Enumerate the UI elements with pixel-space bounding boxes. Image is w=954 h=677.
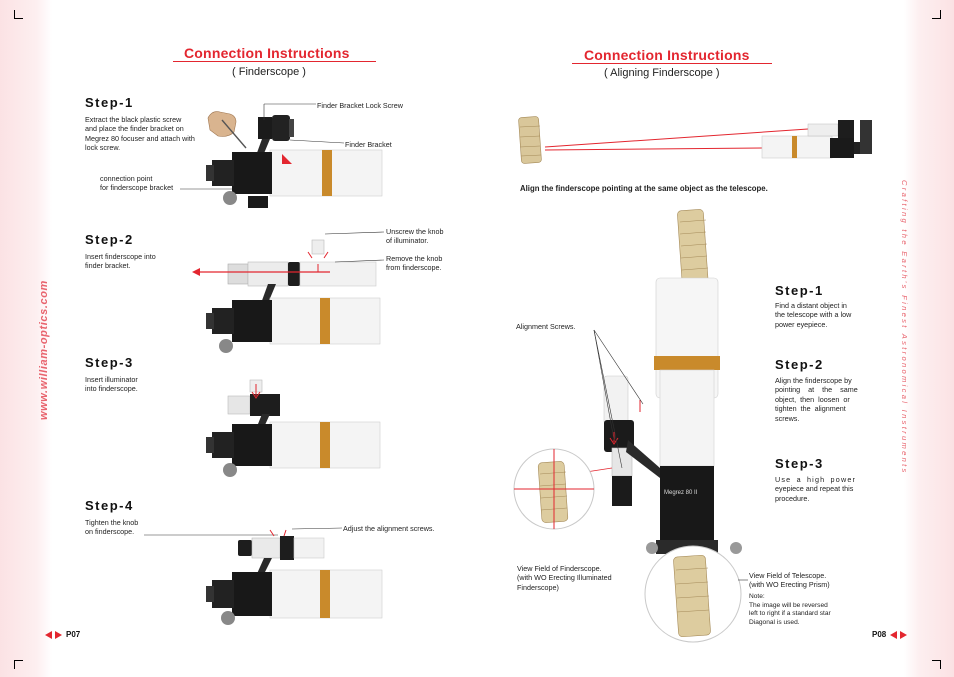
right-step-2-heading: Step-2 — [775, 357, 824, 372]
crop-mark — [932, 10, 941, 19]
callout-connection-point: connection point for finderscope bracket — [100, 174, 174, 193]
callout-lock-screw: Finder Bracket Lock Screw — [317, 101, 403, 110]
crop-mark — [932, 660, 941, 669]
right-arrow-icon[interactable] — [900, 631, 907, 639]
right-page-title: Connection Instructions — [584, 47, 750, 63]
svg-text:Megrez 80 II: Megrez 80 II — [664, 490, 698, 496]
finderscope-view-caption: View Field of Finderscope. (with WO Erec… — [517, 564, 612, 592]
left-page-subtitle: ( Finderscope ) — [232, 66, 306, 78]
telescope-icon — [761, 120, 872, 159]
right-step-1-text: Find a distant object in the telescope w… — [775, 301, 852, 329]
right-step-2-text: Align the finderscope by pointing at the… — [775, 376, 858, 423]
left-side-strip — [0, 0, 52, 677]
right-side-strip — [904, 0, 954, 677]
telescope-icon — [206, 149, 383, 208]
title-underline — [572, 63, 772, 64]
left-arrow-icon[interactable] — [45, 631, 52, 639]
callout-adjust-screws: Adjust the alignment screws. — [343, 524, 435, 533]
left-step-4-text: Tighten the knob on finderscope. — [85, 518, 139, 537]
right-arrow-icon[interactable] — [55, 631, 62, 639]
right-page-subtitle: ( Aligning Finderscope ) — [604, 67, 720, 79]
left-step-2-text: Insert finderscope into finder bracket. — [85, 252, 156, 271]
left-step-3-heading: Step-3 — [85, 355, 134, 370]
left-arrow-icon[interactable] — [890, 631, 897, 639]
left-step-1-text: Extract the black plastic screw and plac… — [85, 115, 195, 153]
left-step-4-heading: Step-4 — [85, 498, 134, 513]
right-step-3-heading: Step-3 — [775, 456, 824, 471]
crop-mark — [14, 10, 23, 19]
telescope-view-caption: View Field of Telescope. (with WO Erecti… — [749, 571, 830, 590]
reversal-note: Note: The image will be reversed left to… — [749, 593, 831, 626]
callout-remove-knob: Remove the knob from finderscope. — [386, 254, 443, 273]
right-step-1-heading: Step-1 — [775, 283, 824, 298]
left-page-title: Connection Instructions — [184, 45, 350, 61]
tower-icon — [518, 116, 542, 164]
tower-icon — [677, 209, 709, 293]
left-step-1-heading: Step-1 — [85, 95, 134, 110]
hand-icon — [207, 111, 247, 149]
align-caption: Align the finderscope pointing at the sa… — [520, 184, 768, 193]
title-underline — [173, 61, 376, 62]
crop-mark — [14, 660, 23, 669]
alignment-screws-label: Alignment Screws. — [516, 322, 576, 331]
left-page-number: P07 — [66, 630, 81, 639]
left-step-2-heading: Step-2 — [85, 232, 134, 247]
left-step-3-text: Insert illuminator into finderscope. — [85, 375, 138, 394]
right-page-number: P08 — [872, 630, 887, 639]
callout-finder-bracket: Finder Bracket — [345, 140, 392, 149]
callout-unscrew-knob: Unscrew the knob of illuminator. — [386, 227, 444, 246]
right-step-3-text: Use a high power eyepiece and repeat thi… — [775, 475, 857, 503]
